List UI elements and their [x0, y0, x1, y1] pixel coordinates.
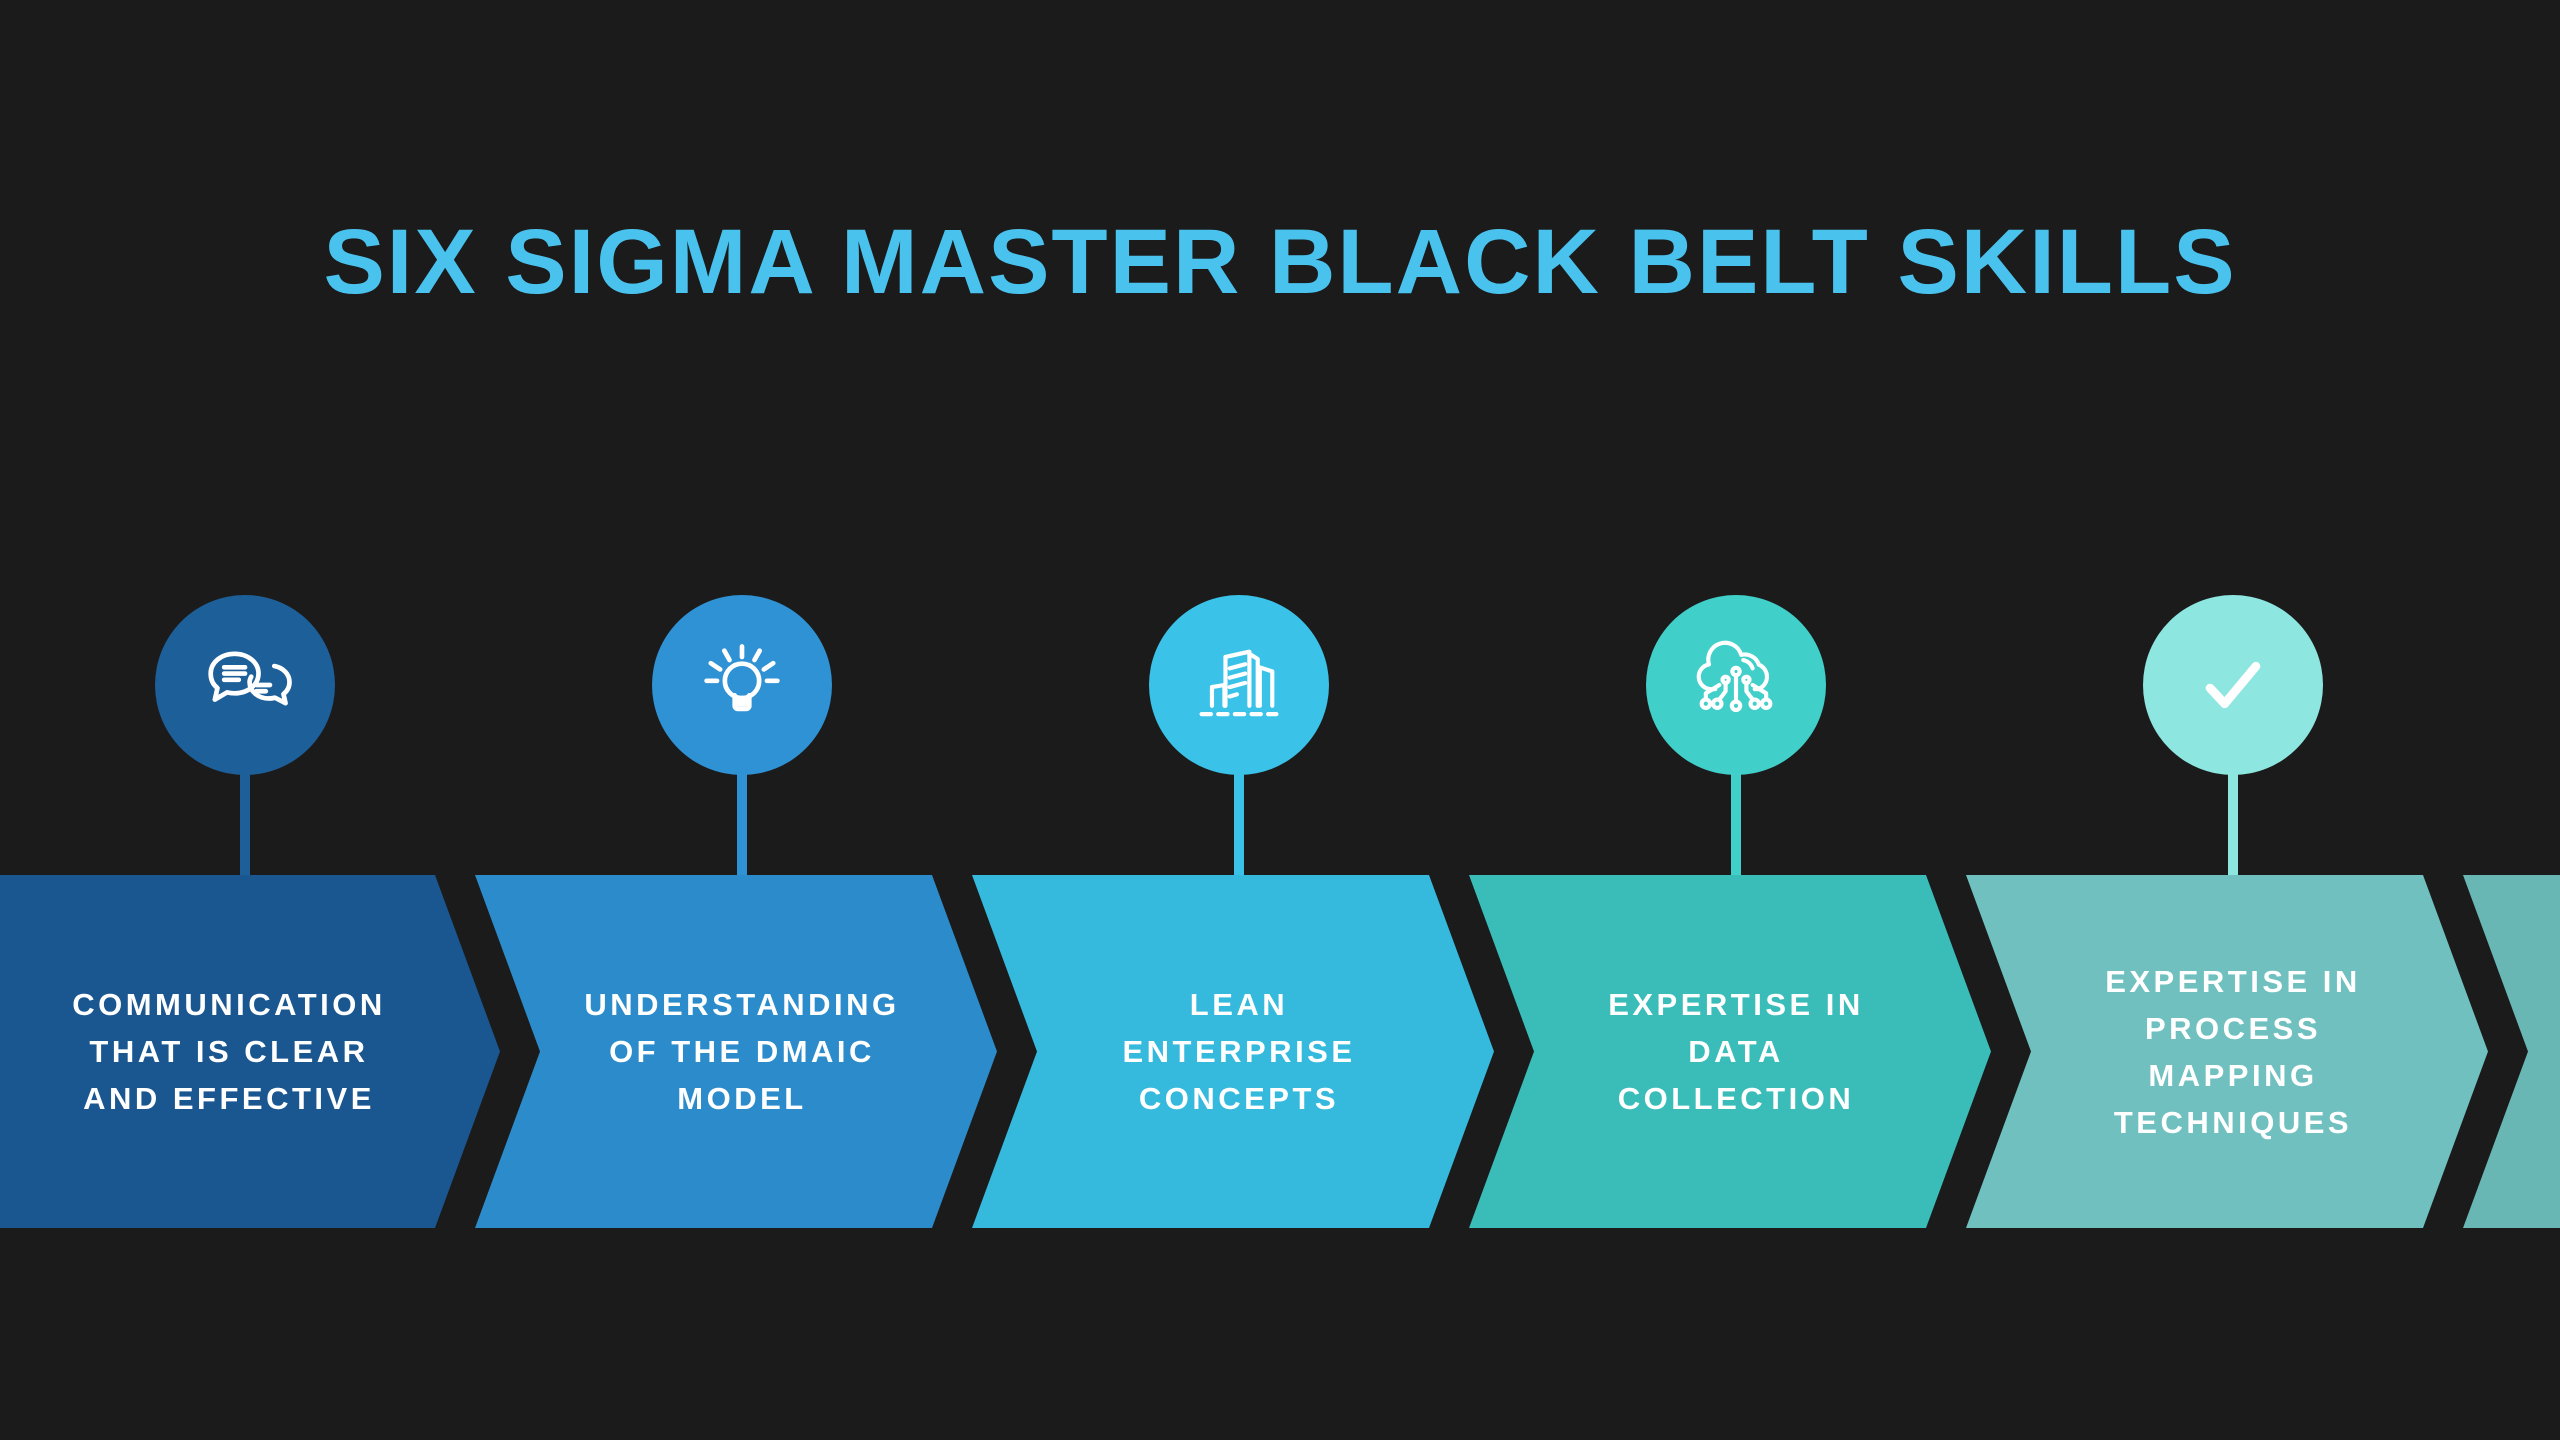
step-label: UNDERSTANDING OF THE DMAIC MODEL [584, 987, 900, 1116]
chevron-arrow: COMMUNICATION THAT IS CLEAR AND EFFECTIV… [0, 875, 500, 1228]
page-title: SIX SIGMA MASTER BLACK BELT SKILLS [323, 211, 2237, 313]
chevron-arrow: UNDERSTANDING OF THE DMAIC MODEL [475, 875, 997, 1228]
step-label: EXPERTISE IN PROCESS MAPPING TECHNIQUES [2105, 963, 2361, 1140]
step-label: EXPERTISE IN DATA COLLECTION [1608, 987, 1864, 1116]
buildings-icon [1187, 633, 1291, 737]
chevron-arrow: EXPERTISE IN DATA COLLECTION [1469, 875, 1991, 1228]
step-icon-circle [2143, 595, 2323, 775]
step-icon-circle [1149, 595, 1329, 775]
chevron-arrow: EXPERTISE IN PROCESS MAPPING TECHNIQUES [1966, 875, 2488, 1228]
lightbulb-icon [690, 633, 794, 737]
step-icon-circle [1646, 595, 1826, 775]
chevron-arrow: LEAN ENTERPRISE CONCEPTS [972, 875, 1494, 1228]
step-label: COMMUNICATION THAT IS CLEAR AND EFFECTIV… [72, 987, 386, 1116]
connector-line [1731, 768, 1741, 878]
checkmark-icon [2181, 633, 2285, 737]
connector-line [240, 768, 250, 878]
connector-line [737, 768, 747, 878]
connector-line [1234, 768, 1244, 878]
connector-line [2228, 768, 2238, 878]
step-icon-circle [155, 595, 335, 775]
step-label: LEAN ENTERPRISE CONCEPTS [1122, 987, 1356, 1116]
step-icon-circle [652, 595, 832, 775]
cloud-data-icon [1684, 633, 1788, 737]
chat-bubbles-icon [193, 633, 297, 737]
